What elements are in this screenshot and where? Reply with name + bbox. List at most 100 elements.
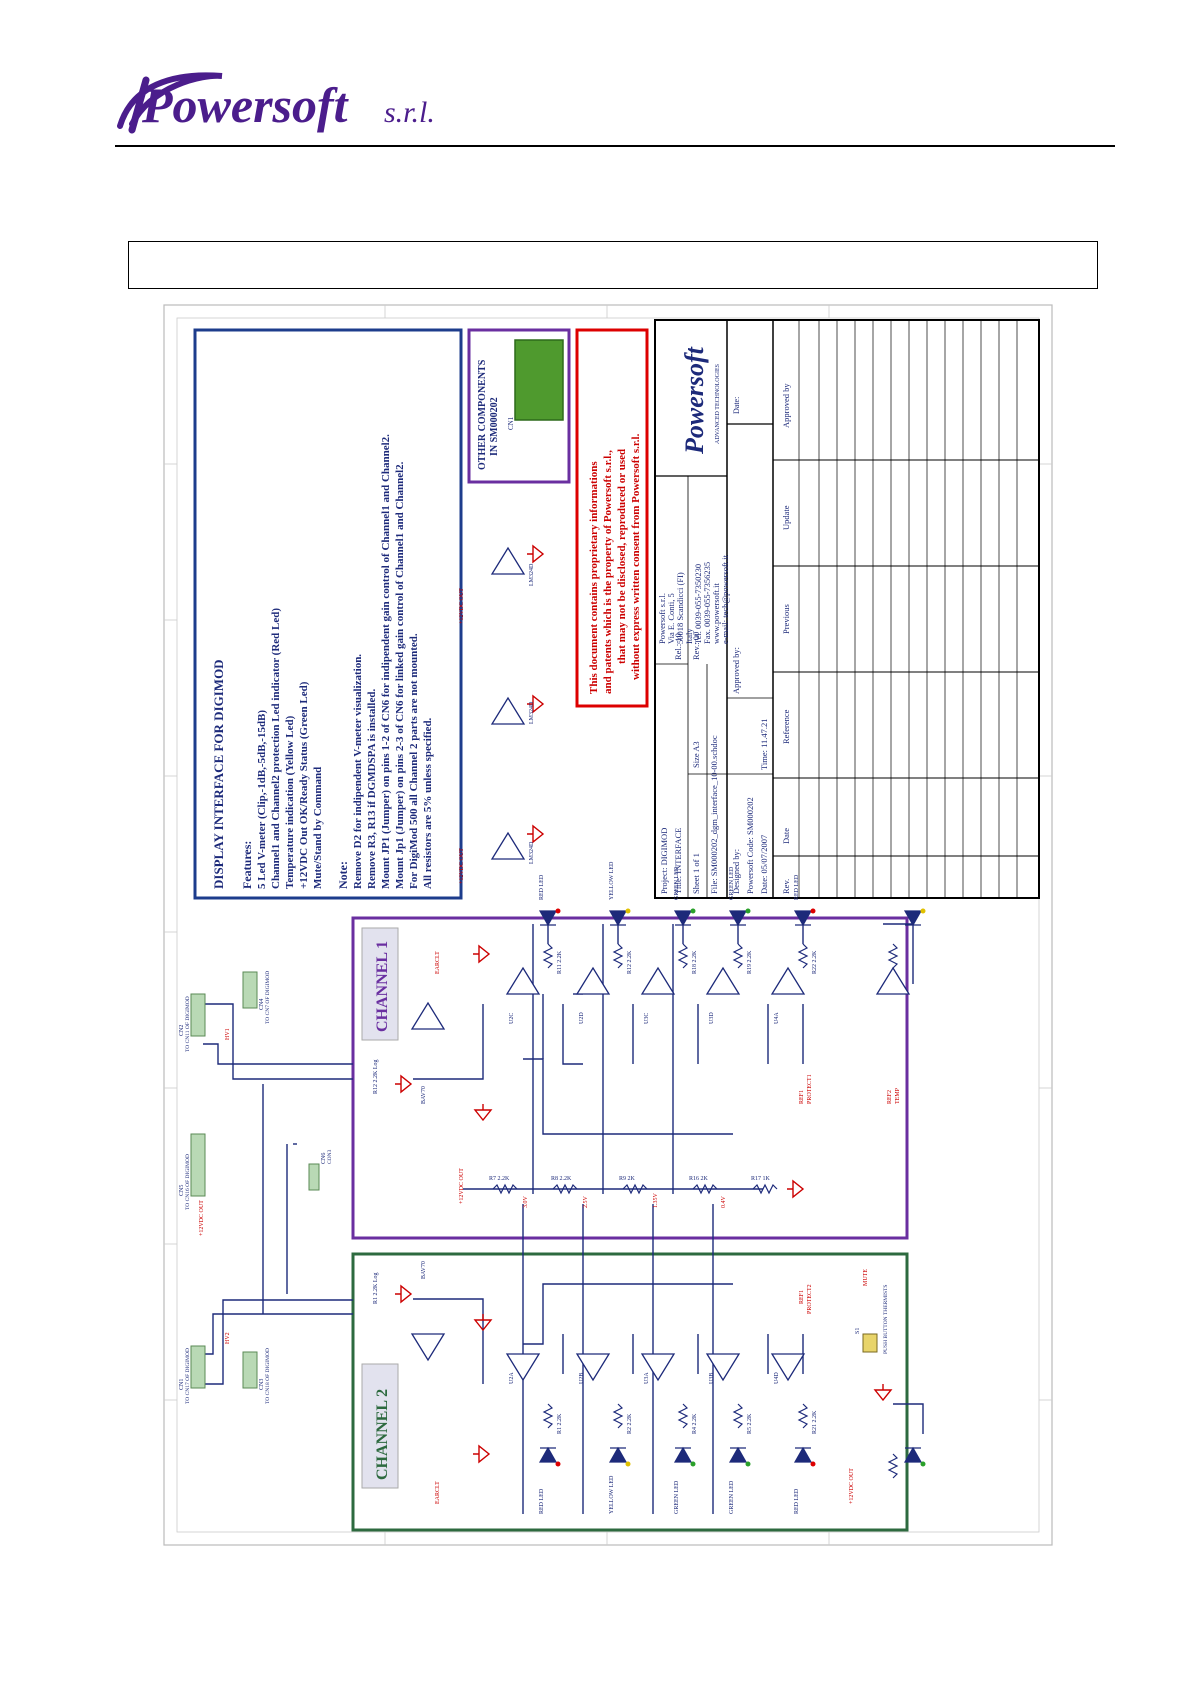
logo-text: Powersoft bbox=[141, 77, 350, 133]
logo-swoosh-icon bbox=[117, 72, 223, 134]
net-12v-label: +12VDC OUT bbox=[459, 1168, 465, 1204]
title-block-brand-text: Powersoft bbox=[680, 346, 709, 455]
led-yellow-dot bbox=[625, 908, 631, 914]
net-hv1-label: HV1 bbox=[225, 1028, 231, 1040]
logo-suffix: s.r.l. bbox=[384, 96, 435, 129]
title-block bbox=[654, 319, 1040, 899]
resistor-label: R11 2.2K bbox=[557, 950, 563, 974]
pot-label: R1 2.2K Log bbox=[373, 1273, 379, 1305]
channel-2-label: CHANNEL 2 bbox=[374, 1389, 391, 1480]
cn2-header bbox=[190, 993, 206, 1037]
note-line: All resistors are 5% unless specified. bbox=[422, 717, 434, 889]
divider-resistor-label: R8 2.2K bbox=[551, 1176, 572, 1182]
divider-voltage: 1.35V bbox=[653, 1193, 659, 1209]
divider-resistor-label: R17 1K bbox=[751, 1176, 771, 1182]
note-line: Mount JP1 (Jumper) on pins 1-2 of CN6 fo… bbox=[380, 434, 392, 889]
channel-1-label: CHANNEL 1 bbox=[374, 941, 391, 1032]
opamp-label: U3B bbox=[709, 1373, 715, 1384]
sheet-inner-frame bbox=[176, 317, 1040, 1533]
divider-voltage: 2.5V bbox=[583, 1196, 589, 1209]
led-yellow-dot bbox=[625, 1461, 631, 1467]
cn1-header bbox=[190, 1345, 206, 1389]
net-12v-label: +12VDC OUT bbox=[849, 1468, 855, 1504]
company-address: Powersoft s.r.l. Via E. Conti, 5 50018 S… bbox=[657, 554, 730, 644]
led-red-dot bbox=[555, 908, 561, 914]
schematic-wires bbox=[203, 923, 924, 1514]
company-line: Tel. 0039-055-7350230 bbox=[693, 564, 703, 644]
channel-1-label-bg bbox=[361, 927, 399, 1041]
led-green-dot bbox=[745, 908, 751, 914]
led-label: GREEN LED bbox=[729, 866, 735, 900]
other-components-title: OTHER COMPONENTS bbox=[477, 359, 488, 470]
time-field: Time: 11.47.21 bbox=[759, 718, 769, 770]
approved-by-field: Approved by: bbox=[731, 647, 741, 694]
company-line: Via E. Conti, 5 bbox=[666, 593, 676, 644]
connector-label: CN6 bbox=[321, 1153, 327, 1164]
title-field: Title: INTERFACE bbox=[673, 828, 683, 894]
zone-ticks bbox=[164, 305, 1052, 1545]
resistor-label: R5 2.2K bbox=[747, 1413, 753, 1434]
company-line: Italy bbox=[684, 628, 694, 644]
divider-resistor-label: R16 2K bbox=[689, 1176, 709, 1182]
company-line: Powersoft s.r.l. bbox=[657, 593, 667, 644]
note-line: Mount Jp1 (Jumper) on pins 2-3 of CN6 fo… bbox=[394, 461, 406, 889]
s1-label: S1 bbox=[855, 1328, 861, 1334]
connector-label: TO CN16 OF DIGIMOD bbox=[185, 1154, 191, 1210]
net-temp-label: TEMP bbox=[895, 1087, 901, 1104]
designed-by-field: Designed by: bbox=[731, 849, 741, 894]
other-components-box bbox=[467, 328, 571, 484]
channel-2-stages: RED LED YELLOW LED GREEN LED GREEN LED R… bbox=[373, 1261, 926, 1514]
cn1-green-block bbox=[514, 339, 564, 421]
pot-label: R12 2.2K Log bbox=[373, 1060, 379, 1095]
title-block-brand-sub: ADVANCED TECHNOLOGIES bbox=[715, 364, 721, 444]
resistor-label: R2 2.2K bbox=[627, 1413, 633, 1434]
code-field: Powersoft Code: SM000202 bbox=[745, 797, 755, 894]
divider-resistor-label: R7 2.2K bbox=[489, 1176, 510, 1182]
channel-2-box bbox=[351, 1252, 909, 1532]
powersoft-logo: Powersoft s.r.l. bbox=[117, 72, 435, 134]
connectors: CN2 TO CN11 OF DIGIMOD CN4 TO CN7 OF DIG… bbox=[179, 971, 333, 1404]
resistor-label: R4 2.2K bbox=[692, 1413, 698, 1434]
connector-label: TO CN17 OF DIGIMOD bbox=[185, 1348, 191, 1404]
caption-box bbox=[128, 241, 1098, 289]
led-label: RED LED bbox=[794, 1488, 800, 1514]
cn3-header bbox=[242, 1351, 258, 1389]
pushbutton-area: S1 PUSH BUTTON THERMISTS MUTE +12VDC OUT bbox=[849, 1269, 892, 1504]
led-green-dot bbox=[690, 908, 696, 914]
resistor-label: R19 2.2K bbox=[747, 950, 753, 974]
led-red-dot bbox=[555, 1461, 561, 1467]
note-line: Remove D2 for indipendent V-meter visual… bbox=[352, 654, 364, 889]
description-text: DISPLAY INTERFACE FOR DIGIMOD Features: … bbox=[211, 434, 434, 889]
opamp-label: U2A bbox=[509, 1372, 515, 1384]
company-line: 50018 Scandicci (FI) bbox=[675, 572, 685, 644]
proprietary-line: without express written consent from Pow… bbox=[630, 433, 642, 680]
connector-label: TO CN18 OF DIGIMOD bbox=[265, 1348, 271, 1404]
opamp-part-label: LM324D bbox=[529, 701, 535, 724]
opamp-label: U4A bbox=[774, 1012, 780, 1024]
net-protect1-label: PROTECT1 bbox=[807, 1074, 813, 1104]
sheet-frame bbox=[163, 304, 1053, 1546]
led-label: RED LED bbox=[539, 874, 545, 900]
feature-line: 5 Led V-meter (Clip,-1dB,-5dB,-15dB) bbox=[256, 710, 268, 889]
led-label: GREEN LED bbox=[674, 1480, 680, 1514]
title-block-brand: Powersoft ADVANCED TECHNOLOGIES bbox=[680, 346, 721, 455]
connector-label: CN2 bbox=[179, 1025, 185, 1036]
net-mute-label: MUTE bbox=[863, 1269, 869, 1286]
rev-col-header: Update bbox=[781, 505, 791, 530]
feature-line: Channel1 and Channel2 protection Led ind… bbox=[270, 608, 282, 889]
size-field: Size A3 bbox=[691, 741, 701, 768]
rev-col-header: Approved by bbox=[781, 383, 791, 428]
rev-col-header: Previous bbox=[781, 604, 791, 634]
connector-label: CN4 bbox=[259, 999, 265, 1010]
other-components-text: OTHER COMPONENTS IN SM000202 CN1 bbox=[477, 359, 515, 470]
cn6-header bbox=[308, 1163, 320, 1191]
led-green-dot bbox=[745, 1461, 751, 1467]
resistor-label: R18 2.2K bbox=[692, 950, 698, 974]
net-12v-label: +12VDC OUT bbox=[199, 1200, 205, 1236]
rev-col-header: Rev. bbox=[781, 879, 791, 894]
project-fields: Project: DIGIMOD Title: INTERFACE Sheet … bbox=[659, 383, 791, 894]
cn5-header bbox=[190, 1133, 206, 1197]
channel-2-label-bg bbox=[361, 1363, 399, 1489]
description-title: DISPLAY INTERFACE FOR DIGIMOD bbox=[211, 659, 226, 889]
divider-voltage: 3.0V bbox=[523, 1196, 529, 1209]
